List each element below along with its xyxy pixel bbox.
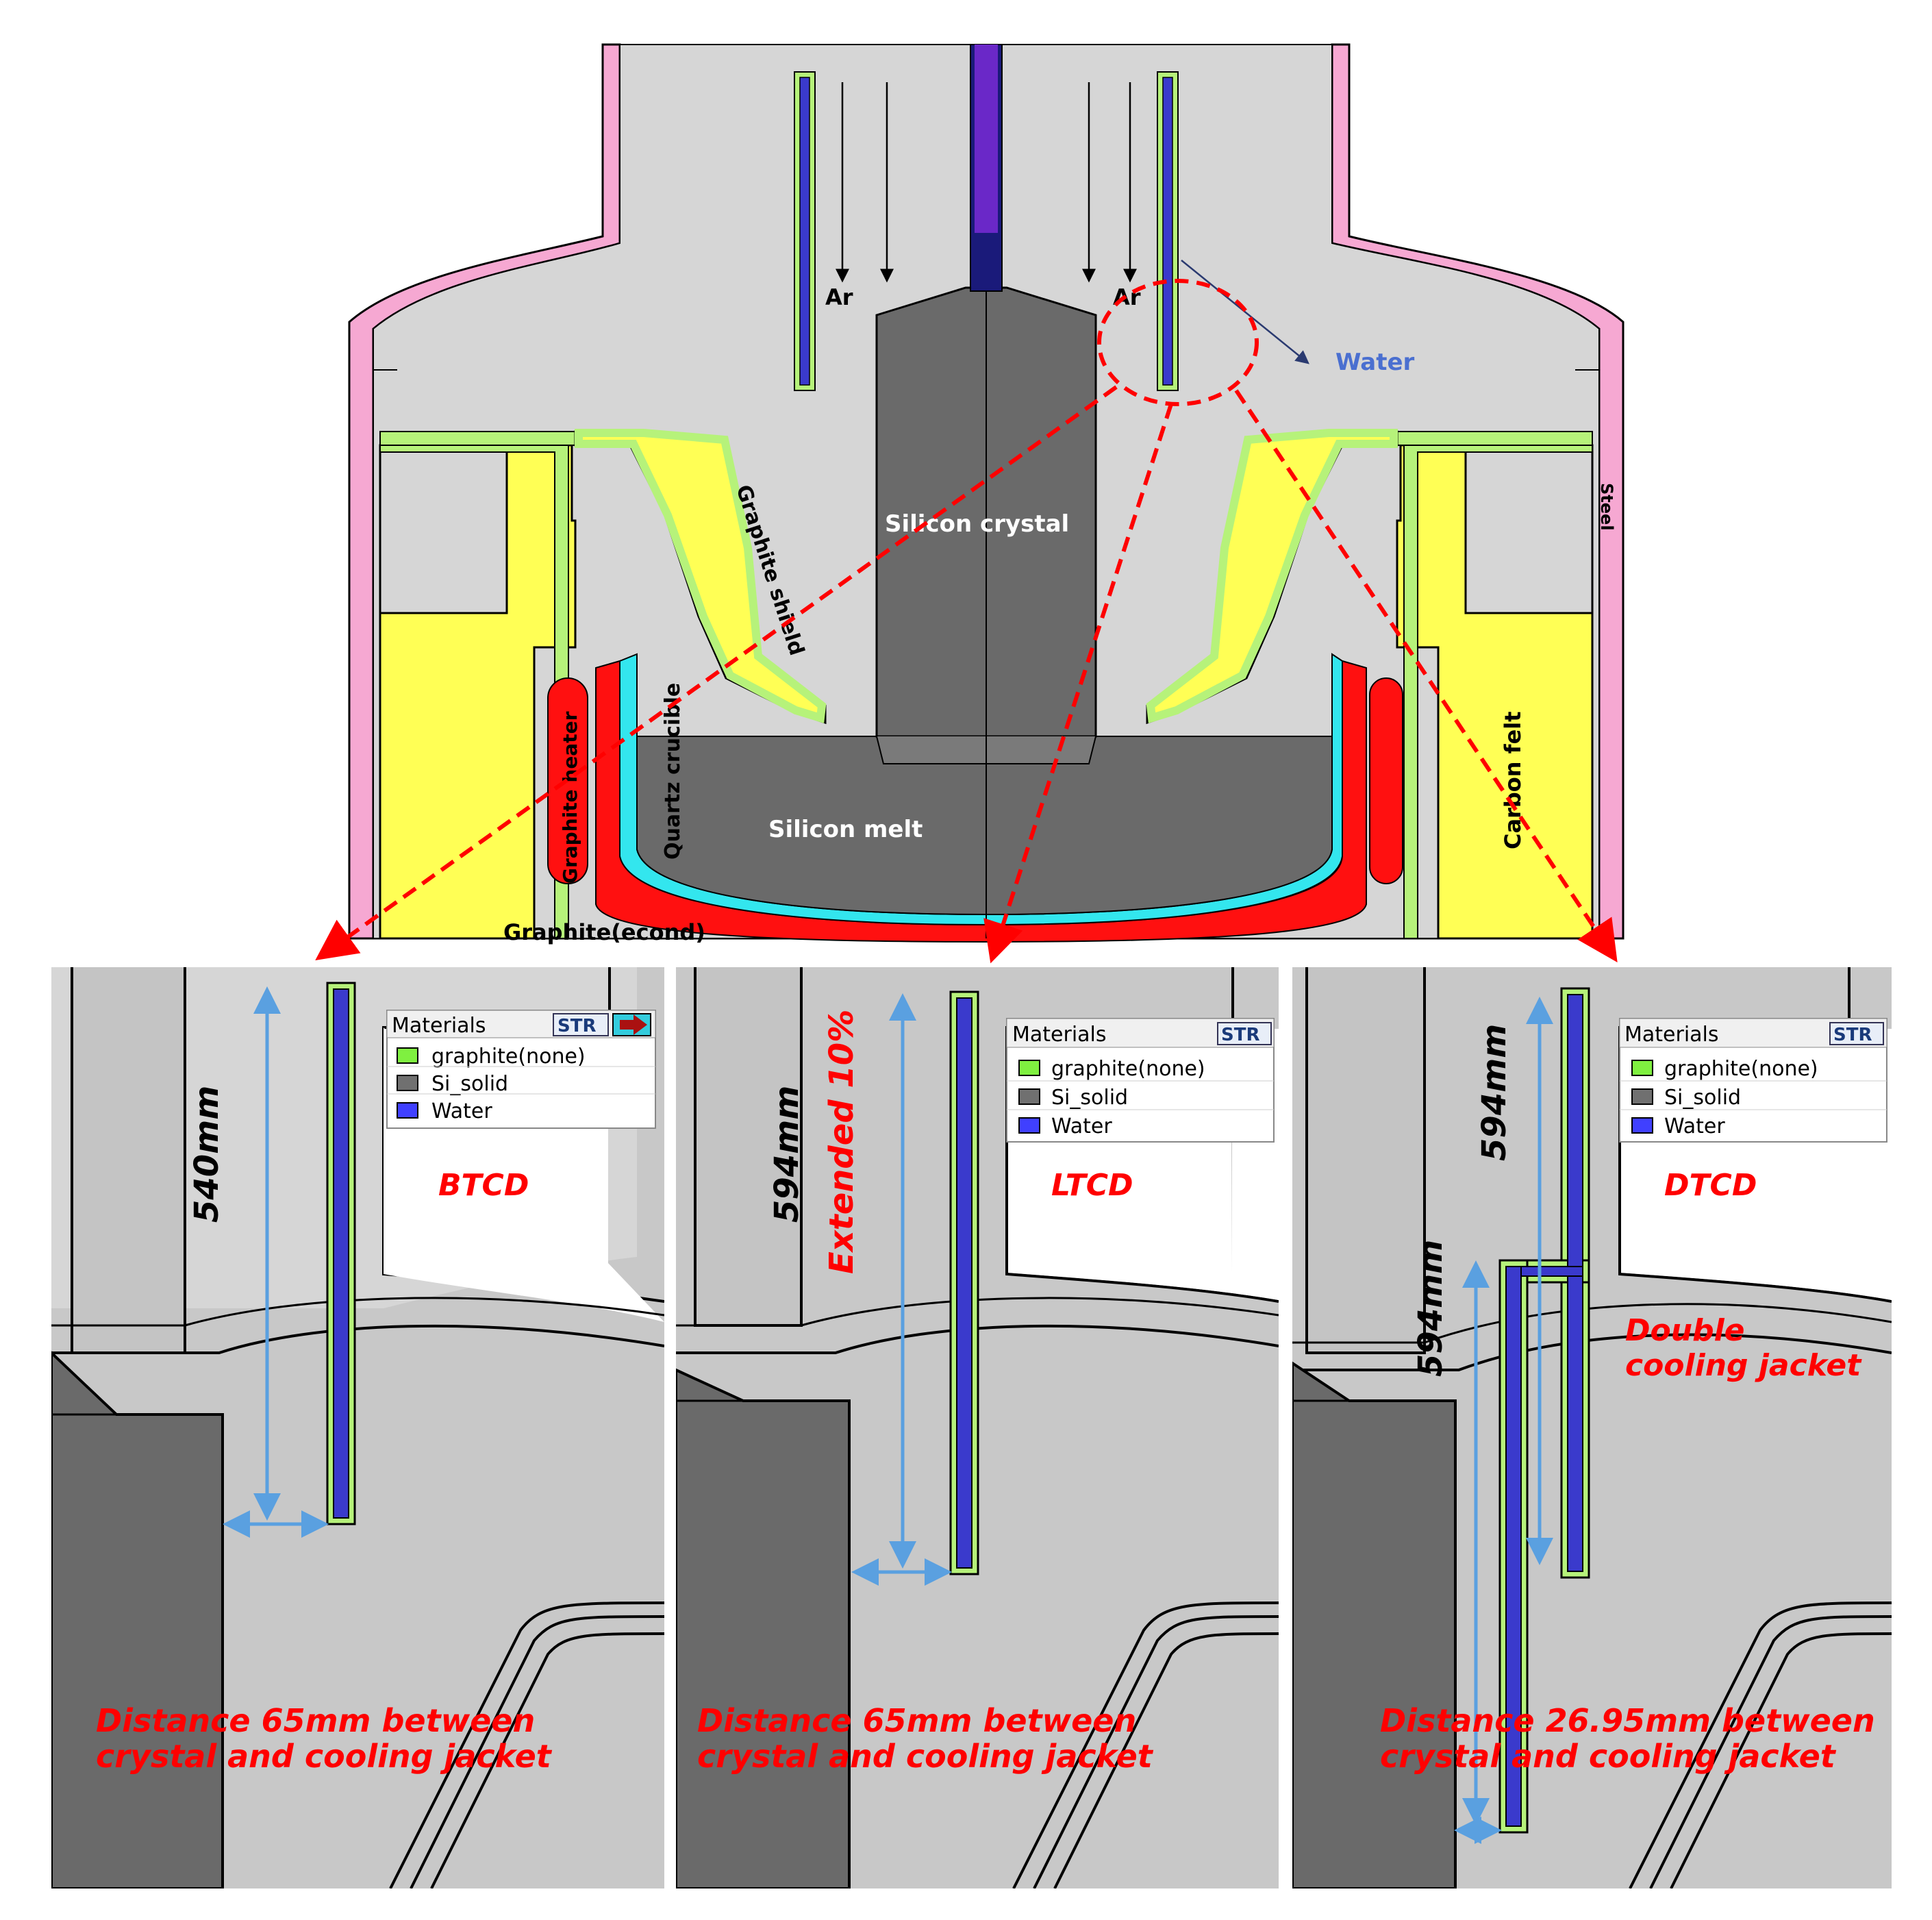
legend-badge-btcd[interactable]: STR — [557, 1016, 596, 1036]
furnace-overview: Ar Ar Water Silicon crystal Silicon melt… — [315, 43, 1624, 964]
legend-title-ltcd: Materials — [1012, 1023, 1107, 1047]
legend-title-btcd: Materials — [392, 1014, 486, 1038]
legend-badge-dtcd[interactable]: STR — [1833, 1025, 1872, 1045]
legend-item-si-dtcd: Si_solid — [1664, 1086, 1741, 1110]
dimension-label-dtcd-lower: 594mm — [1412, 1240, 1450, 1377]
distance-ltcd-line1: Distance 65mm between — [697, 1702, 1136, 1739]
distance-btcd-line1: Distance 65mm between — [96, 1702, 535, 1739]
legend-btcd: Materials STR graphite(none) Si_solid Wa… — [386, 1010, 656, 1129]
distance-dtcd-line2: crystal and cooling jacket — [1380, 1738, 1837, 1775]
carbon-felt-label: Carbon felt — [1500, 711, 1526, 849]
legend-item-si-btcd: Si_solid — [431, 1072, 508, 1096]
dimension-label-ltcd: 594mm — [768, 1086, 806, 1223]
legend-title-dtcd: Materials — [1624, 1023, 1719, 1047]
legend-item-si-ltcd: Si_solid — [1051, 1086, 1128, 1110]
legend-ltcd: Materials STR graphite(none) Si_solid Wa… — [1006, 1018, 1275, 1143]
tag-ltcd: LTCD — [1051, 1168, 1133, 1203]
crystal-ltcd — [676, 1368, 851, 1888]
cooling-jacket-label-dtcd: cooling jacket — [1625, 1348, 1862, 1383]
ar-flow-arrows — [836, 82, 1137, 283]
legend-item-water-dtcd: Water — [1664, 1114, 1725, 1138]
silicon-crystal-label: Silicon crystal — [885, 510, 1069, 538]
graphite-heater-right — [1369, 677, 1403, 884]
zoom-connector-arrows — [315, 385, 1618, 964]
graphite-econd-label: Graphite(econd) — [503, 919, 705, 945]
panel-ltcd: 594mm Extended 10% LTCD Distance 65mm be… — [676, 967, 1279, 1888]
graphite-heater-label: Graphite heater — [559, 711, 581, 884]
panel-btcd: 540mm BTCD Distance 65mm between crystal… — [51, 967, 664, 1888]
tag-dtcd: DTCD — [1664, 1168, 1757, 1203]
extension-label-ltcd: Extended 10% — [823, 1010, 861, 1274]
legend-item-graphite-ltcd: graphite(none) — [1051, 1057, 1205, 1081]
crystal-dtcd — [1292, 1361, 1457, 1888]
tag-btcd: BTCD — [438, 1168, 529, 1203]
double-label-dtcd: Double — [1625, 1313, 1745, 1348]
legend-dtcd: Materials STR graphite(none) Si_solid Wa… — [1619, 1018, 1887, 1143]
distance-ltcd-line2: crystal and cooling jacket — [697, 1738, 1154, 1775]
double-cooling-jacket — [1498, 987, 1590, 1834]
legend-item-water-ltcd: Water — [1051, 1114, 1112, 1138]
quartz-crucible-label: Quartz crucible — [661, 683, 685, 860]
panel-dtcd: 594mm 594mm DTCD Double cooling jacket D… — [1292, 967, 1892, 1888]
silicon-melt-label: Silicon melt — [768, 816, 923, 843]
dimension-label-btcd: 540mm — [188, 1086, 226, 1223]
water-label: Water — [1335, 349, 1415, 376]
steel-label: Steel — [1597, 483, 1616, 531]
distance-btcd-line2: crystal and cooling jacket — [96, 1738, 553, 1775]
highlight-circle — [1097, 279, 1259, 406]
distance-dtcd-line1: Distance 26.95mm between — [1380, 1702, 1875, 1739]
legend-badge-ltcd[interactable]: STR — [1221, 1025, 1259, 1045]
legend-item-graphite-dtcd: graphite(none) — [1664, 1057, 1818, 1081]
legend-item-water-btcd: Water — [431, 1099, 492, 1123]
crystal-btcd — [51, 1351, 224, 1888]
legend-item-graphite-btcd: graphite(none) — [431, 1045, 586, 1069]
ar-label-left: Ar — [825, 284, 853, 310]
dimension-label-dtcd-upper: 594mm — [1475, 1024, 1514, 1161]
